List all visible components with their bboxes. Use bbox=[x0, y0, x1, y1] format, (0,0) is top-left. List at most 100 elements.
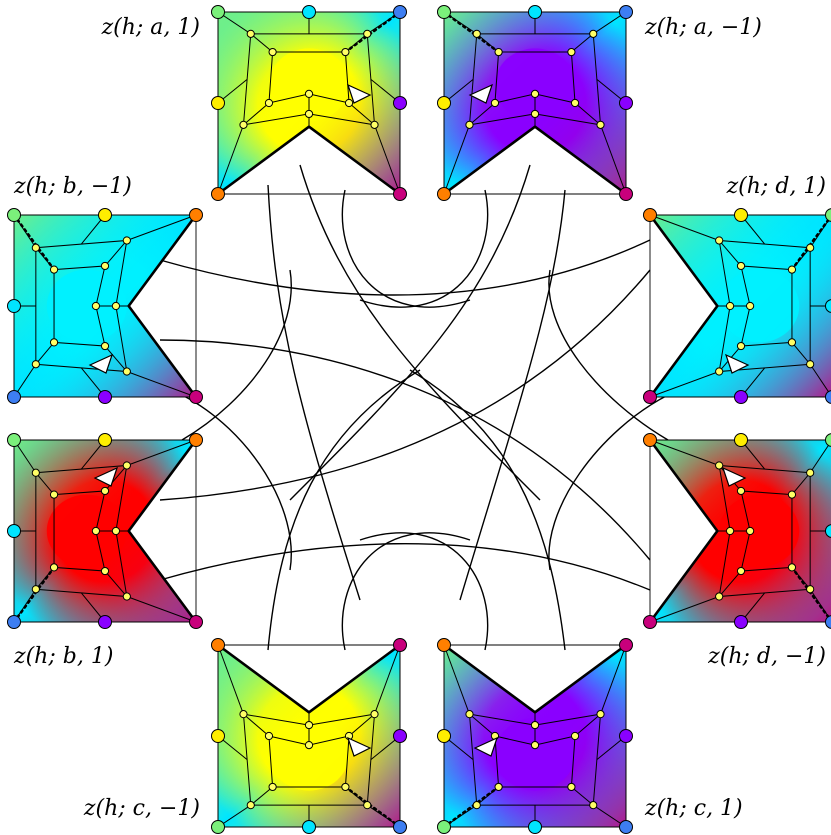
mesh-vertex bbox=[31, 360, 40, 369]
boundary-marker bbox=[98, 208, 112, 222]
boundary-marker bbox=[825, 208, 831, 222]
mesh-vertex bbox=[715, 592, 724, 601]
mesh-middle bbox=[242, 713, 376, 806]
boundary-marker bbox=[734, 433, 748, 447]
arrow-head bbox=[93, 466, 119, 487]
mesh-vertex bbox=[111, 526, 121, 536]
panel-notch-boundary bbox=[648, 214, 719, 398]
panel-notch-boundary bbox=[217, 643, 401, 714]
mesh-spoke bbox=[104, 465, 128, 492]
mesh-vertex bbox=[122, 592, 131, 601]
boundary-marker bbox=[211, 638, 225, 652]
dotted-diagonal bbox=[344, 10, 402, 54]
mesh-vertex bbox=[370, 710, 379, 719]
mesh-vertex bbox=[806, 585, 815, 594]
mesh-vertex bbox=[49, 338, 59, 347]
mesh-inner bbox=[53, 265, 106, 347]
mesh-vertex bbox=[494, 47, 503, 57]
mesh-vertex bbox=[787, 563, 797, 572]
dotted-diagonal bbox=[12, 566, 56, 624]
boundary-marker bbox=[211, 729, 225, 743]
mesh-spoke bbox=[791, 472, 811, 495]
boundary-marker bbox=[734, 615, 748, 629]
mesh-spoke bbox=[374, 644, 401, 715]
mesh-spoke bbox=[104, 240, 128, 267]
boundary-marker bbox=[437, 729, 451, 743]
arrow-head bbox=[724, 353, 750, 374]
boundary-marker bbox=[619, 820, 633, 834]
boundary-marker bbox=[7, 299, 21, 313]
mesh-spoke bbox=[250, 33, 273, 53]
mesh-vertex bbox=[725, 526, 735, 536]
mesh-vertex bbox=[570, 98, 580, 108]
mesh-spoke bbox=[104, 345, 128, 372]
mesh-vertex bbox=[736, 261, 746, 271]
connecting-curve bbox=[548, 269, 669, 441]
panel-notch-boundary bbox=[127, 214, 198, 398]
boundary-marker bbox=[302, 5, 316, 19]
mesh-spoke bbox=[126, 596, 197, 623]
mesh-vertex bbox=[725, 301, 735, 311]
mesh-inner bbox=[494, 735, 576, 788]
mesh-vertex bbox=[341, 782, 350, 792]
boundary-marker bbox=[302, 820, 316, 834]
dotted-diagonal bbox=[790, 214, 831, 271]
boundary-marker bbox=[825, 615, 831, 629]
mesh-spoke bbox=[649, 439, 720, 466]
mesh-spoke bbox=[35, 472, 55, 495]
boundary-marker bbox=[619, 5, 633, 19]
mesh-vertex bbox=[31, 585, 40, 594]
mesh-vertex bbox=[268, 782, 277, 792]
connecting-curve bbox=[359, 532, 489, 651]
boundary-marker bbox=[7, 615, 21, 629]
mesh-vertex bbox=[472, 29, 481, 38]
mesh-spoke bbox=[600, 644, 627, 715]
boundary-marker bbox=[643, 208, 657, 222]
mesh-middle bbox=[242, 33, 376, 126]
boundary-marker bbox=[211, 5, 225, 19]
mesh-spoke bbox=[35, 342, 55, 365]
boundary-marker bbox=[393, 5, 407, 19]
mesh-vertex bbox=[100, 566, 110, 576]
mesh-inner bbox=[740, 490, 793, 572]
mesh-vertex bbox=[304, 109, 314, 119]
mesh-middle bbox=[468, 713, 602, 806]
mesh-vertex bbox=[530, 109, 540, 119]
connecting-curve bbox=[289, 164, 531, 501]
boundary-marker bbox=[528, 820, 542, 834]
mesh-vertex bbox=[736, 341, 746, 351]
boundary-marker bbox=[825, 390, 831, 404]
panel-label: z(h; d, 1) bbox=[726, 174, 826, 199]
arrow-head bbox=[346, 736, 372, 757]
connecting-curve bbox=[267, 369, 421, 651]
mesh-spoke bbox=[649, 596, 720, 623]
boundary-marker bbox=[98, 433, 112, 447]
panel-b-1 bbox=[7, 208, 203, 404]
mesh-vertex bbox=[363, 29, 372, 38]
dotted-diagonal bbox=[442, 785, 500, 829]
mesh-vertex bbox=[589, 29, 598, 38]
boundary-marker bbox=[437, 820, 451, 834]
mesh-vertex bbox=[567, 782, 576, 792]
mesh-spoke bbox=[250, 786, 273, 806]
boundary-marker bbox=[393, 96, 407, 110]
mesh-vertex bbox=[746, 301, 755, 311]
mesh-vertex bbox=[494, 782, 503, 792]
panel-label: z(h; d, −1) bbox=[707, 644, 826, 669]
mesh-middle bbox=[718, 464, 811, 598]
connecting-curve bbox=[159, 269, 651, 501]
boundary-marker bbox=[98, 615, 112, 629]
connecting-curve bbox=[341, 532, 471, 651]
mesh-vertex bbox=[787, 265, 797, 274]
mesh-spoke bbox=[348, 713, 375, 737]
mesh-spoke bbox=[217, 124, 244, 195]
mesh-spoke bbox=[243, 102, 270, 126]
mesh-spoke bbox=[574, 713, 601, 737]
connecting-curve bbox=[159, 239, 651, 296]
mesh-inner bbox=[268, 51, 350, 104]
mesh-vertex bbox=[49, 563, 59, 572]
connecting-curves bbox=[159, 164, 669, 651]
mesh-vertex bbox=[806, 360, 815, 369]
boundary-marker bbox=[7, 390, 21, 404]
boundary-marker bbox=[437, 96, 451, 110]
